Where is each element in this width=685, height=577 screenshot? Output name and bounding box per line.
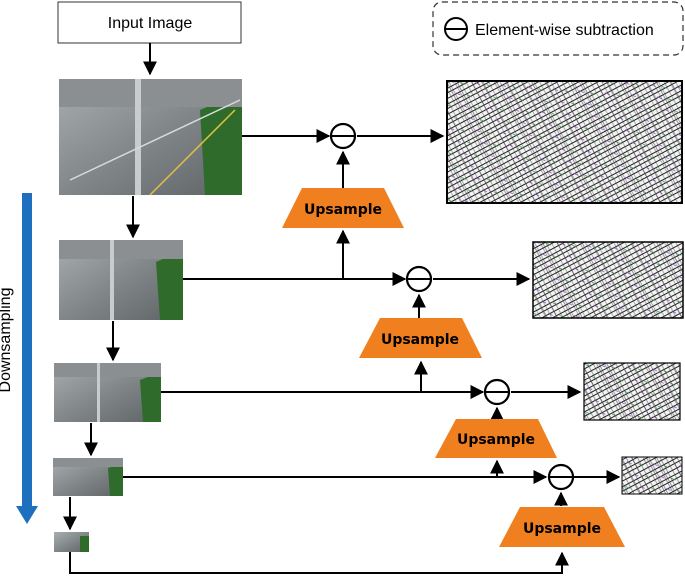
upsample-block-4: Upsample	[499, 507, 625, 547]
upsample-block-1: Upsample	[282, 188, 404, 228]
input-image-label: Input Image	[108, 15, 193, 32]
edge-image-3	[583, 362, 681, 421]
upsample-label-1: Upsample	[304, 202, 382, 218]
subtraction-node-4	[547, 463, 575, 491]
image-level-3	[54, 363, 161, 422]
edge-image-4	[621, 456, 683, 495]
image-level-5	[54, 532, 89, 552]
image-level-2	[59, 240, 183, 320]
downsampling-label: Downsampling	[0, 288, 14, 393]
upsample-label-3: Upsample	[457, 432, 535, 448]
downsampling-arrowhead	[16, 506, 38, 524]
upsample-block-3: Upsample	[435, 419, 557, 458]
subtraction-node-1	[329, 122, 357, 150]
image-level-4	[53, 458, 123, 496]
edge-image-2	[532, 241, 684, 319]
subtraction-node-2	[405, 265, 433, 293]
edge-image-1	[446, 80, 683, 204]
upsample-label-4: Upsample	[523, 521, 601, 537]
flow-line-5	[69, 551, 569, 574]
input-image-box	[57, 1, 242, 44]
upsample-block-2: Upsample	[359, 318, 482, 358]
legend-box	[432, 1, 684, 56]
upsample-label-2: Upsample	[381, 332, 459, 348]
image-level-1	[59, 79, 242, 196]
legend-text: Element-wise subtraction	[475, 22, 654, 39]
subtraction-node-3	[483, 378, 511, 406]
